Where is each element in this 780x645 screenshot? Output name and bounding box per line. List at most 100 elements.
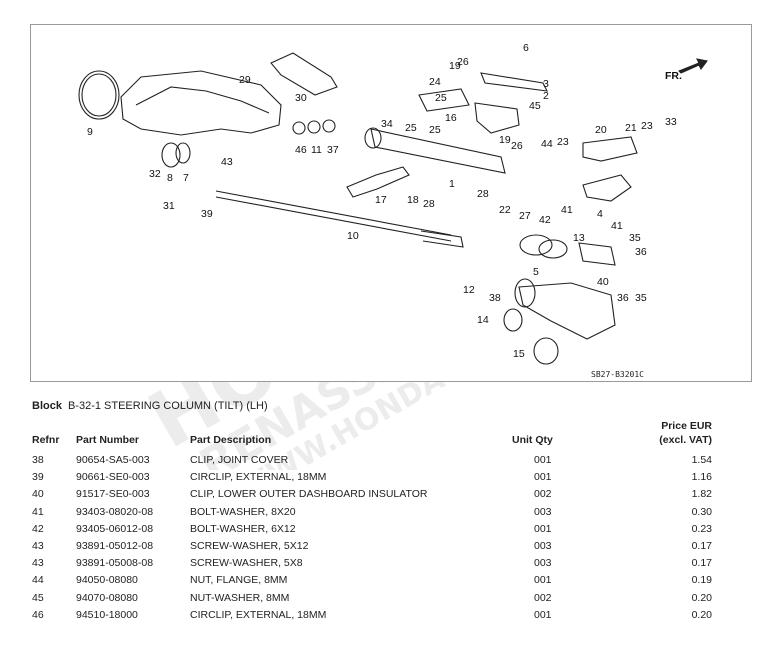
cell-part-number: 94510-18000: [76, 608, 138, 621]
parts-diagram: 6 3 2 45 19 26 24 25 25 25 16 34 29 30 9…: [30, 24, 752, 382]
cell-qty: 002: [534, 488, 552, 501]
cell-price: 0.20: [691, 608, 712, 621]
diagram-code: SB27-B3201C: [591, 370, 644, 379]
cell-qty: 003: [534, 557, 552, 570]
svg-text:24: 24: [429, 76, 441, 88]
svg-text:42: 42: [539, 214, 551, 226]
svg-text:28: 28: [423, 198, 435, 210]
svg-text:23: 23: [557, 136, 569, 148]
cell-description: CLIP, JOINT COVER: [190, 454, 289, 466]
svg-text:36: 36: [617, 292, 629, 304]
cell-price: 0.17: [691, 540, 712, 552]
cell-description: BOLT-WASHER, 8X20: [190, 505, 296, 518]
cell-refnr: 44: [32, 574, 44, 587]
svg-text:3: 3: [543, 78, 549, 90]
header-part-description: Part Description: [190, 434, 272, 446]
header-unit-qty: Unit Qty: [512, 434, 553, 446]
cell-part-number: 93891-05008-08: [76, 557, 154, 570]
cell-part-number: 93403-08020-08: [76, 505, 154, 518]
cell-refnr: 41: [32, 505, 44, 518]
svg-text:7: 7: [183, 172, 189, 184]
table-row: 43 93891-05012-08 SCREW-WASHER, 5X12 003 0.1…: [32, 540, 712, 556]
cell-qty: 002: [534, 591, 552, 604]
header-price-line2: (excl. VAT): [659, 434, 712, 446]
svg-text:44: 44: [541, 138, 553, 150]
header-refnr: Refnr: [32, 434, 60, 446]
svg-text:9: 9: [87, 126, 93, 138]
cell-price: 0.30: [691, 505, 712, 518]
cell-part-number: 93891-05012-08: [76, 540, 154, 552]
cell-price: 0.17: [691, 557, 712, 570]
cell-qty: 001: [534, 522, 552, 535]
cell-qty: 003: [534, 540, 552, 552]
svg-text:30: 30: [295, 92, 307, 104]
svg-text:13: 13: [573, 232, 585, 244]
svg-text:43: 43: [221, 156, 233, 168]
cell-price: 0.20: [691, 591, 712, 604]
svg-text:26: 26: [457, 56, 469, 68]
svg-text:29: 29: [239, 74, 251, 86]
svg-text:41: 41: [611, 220, 623, 232]
direction-label: FR.: [665, 70, 682, 82]
header-price-line1: Price EUR: [661, 420, 712, 432]
svg-text:22: 22: [499, 204, 511, 216]
cell-refnr: 45: [32, 591, 44, 604]
cell-refnr: 46: [32, 608, 44, 621]
cell-price: 1.82: [691, 488, 712, 501]
cell-qty: 001: [534, 608, 552, 621]
svg-text:32: 32: [149, 168, 161, 180]
cell-part-number: 90654-SA5-003: [76, 454, 150, 466]
cell-description: NUT-WASHER, 8MM: [190, 591, 290, 604]
cell-price: 0.23: [691, 522, 712, 535]
cell-refnr: 39: [32, 471, 44, 484]
cell-part-number: 90661-SE0-003: [76, 471, 150, 484]
svg-text:36: 36: [635, 246, 647, 258]
svg-text:27: 27: [519, 210, 531, 222]
svg-text:6: 6: [523, 42, 529, 54]
svg-text:46: 46: [295, 144, 307, 156]
svg-text:23: 23: [641, 120, 653, 132]
svg-text:16: 16: [445, 112, 457, 124]
cell-refnr: 40: [32, 488, 44, 501]
svg-text:26: 26: [511, 140, 523, 152]
svg-text:45: 45: [529, 100, 541, 112]
cell-price: 0.19: [691, 574, 712, 587]
svg-text:31: 31: [163, 200, 175, 212]
svg-text:35: 35: [629, 232, 641, 244]
cell-description: SCREW-WASHER, 5X12: [190, 540, 309, 552]
svg-text:34: 34: [381, 118, 393, 130]
block-title: Block B-32-1 STEERING COLUMN (TILT) (LH): [32, 400, 268, 412]
cell-description: CLIP, LOWER OUTER DASHBOARD INSULATOR: [190, 488, 428, 501]
cell-price: 1.16: [691, 471, 712, 484]
cell-qty: 001: [534, 454, 552, 466]
cell-part-number: 94050-08080: [76, 574, 138, 587]
svg-text:28: 28: [477, 188, 489, 200]
svg-text:21: 21: [625, 122, 637, 134]
svg-text:18: 18: [407, 194, 419, 206]
cell-refnr: 43: [32, 540, 44, 552]
cell-refnr: 43: [32, 557, 44, 570]
cell-description: CIRCLIP, EXTERNAL, 18MM: [190, 471, 327, 484]
block-name: B-32-1 STEERING COLUMN (TILT) (LH): [67, 400, 268, 412]
svg-text:19: 19: [449, 60, 461, 72]
table-row: 40 91517-SE0-003 CLIP, LOWER OUTER DASHBOA…: [32, 488, 712, 504]
svg-text:25: 25: [429, 124, 441, 136]
cell-qty: 001: [534, 574, 552, 587]
svg-text:41: 41: [561, 204, 573, 216]
table-row: 41 93403-08020-08 BOLT-WASHER, 8X20 003 0.30: [32, 506, 712, 522]
cell-qty: 003: [534, 505, 552, 518]
cell-price: 1.54: [691, 454, 712, 466]
svg-text:40: 40: [597, 276, 609, 288]
cell-part-number: 91517-SE0-003: [76, 488, 150, 501]
svg-text:5: 5: [533, 266, 539, 278]
svg-text:4: 4: [597, 208, 603, 220]
svg-text:35: 35: [635, 292, 647, 304]
block-label: Block: [32, 400, 62, 412]
diagram-drawing: 6 3 2 45 19 26 24 25 25 25 16 34 29 30 9…: [78, 42, 708, 379]
